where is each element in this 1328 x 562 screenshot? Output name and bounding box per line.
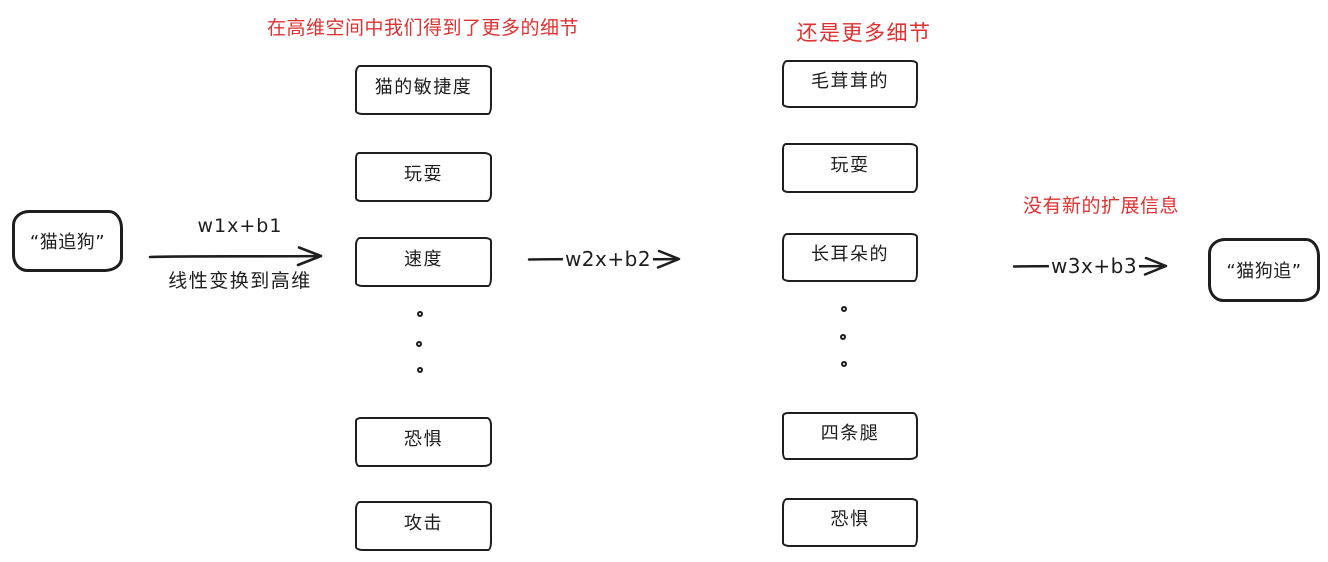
layer2-title: 还是更多细节 xyxy=(796,21,932,45)
transform2-formula: w2x+b2 xyxy=(562,247,654,271)
feature-label: 毛茸茸的 xyxy=(811,70,889,92)
output-note: 没有新的扩展信息 xyxy=(1022,195,1179,217)
output-node: “猫狗追” xyxy=(1208,238,1320,302)
feature-box-long-ears: 长耳朵的 xyxy=(782,233,918,282)
ellipsis-dot-icon xyxy=(841,361,847,367)
ellipsis-dot-icon xyxy=(417,311,423,317)
feature-label: 恐惧 xyxy=(404,428,443,450)
feature-label: 攻击 xyxy=(404,512,443,534)
feature-label: 恐惧 xyxy=(830,509,870,530)
transform1-caption: 线性变换到高维 xyxy=(168,270,312,292)
feature-box-attack: 攻击 xyxy=(355,501,492,551)
transform1-arrow-icon xyxy=(148,246,323,267)
feature-box-four-legs: 四条腿 xyxy=(782,412,918,460)
ellipsis-dot-icon xyxy=(841,306,847,312)
feature-label: 玩耍 xyxy=(404,163,443,185)
ellipsis-dot-icon xyxy=(416,341,422,347)
feature-label: 速度 xyxy=(404,248,443,270)
feature-box-play-1: 玩耍 xyxy=(355,152,492,202)
input-node-label: “猫追狗” xyxy=(29,232,106,253)
feature-box-fear-1: 恐惧 xyxy=(355,417,492,467)
feature-box-speed: 速度 xyxy=(355,237,492,287)
layer1-title: 在高维空间中我们得到了更多的细节 xyxy=(266,17,579,39)
feature-label: 四条腿 xyxy=(820,422,880,444)
transform3-formula: w3x+b3 xyxy=(1048,254,1140,278)
feature-box-fear-2: 恐惧 xyxy=(782,498,918,547)
feature-box-cat-agility: 猫的敏捷度 xyxy=(355,65,492,115)
transform3-arrow: w3x+b3 xyxy=(1012,252,1176,280)
transform1-formula: w1x+b1 xyxy=(197,215,283,237)
feature-box-play-2: 玩耍 xyxy=(782,143,918,193)
ellipsis-dot-icon xyxy=(840,334,846,340)
output-node-label: “猫狗追” xyxy=(1226,261,1302,282)
transform2-arrow: w2x+b2 xyxy=(527,245,689,273)
ellipsis-dot-icon xyxy=(417,367,423,373)
feature-label: 长耳朵的 xyxy=(811,244,889,265)
feature-box-furry: 毛茸茸的 xyxy=(782,60,918,108)
feature-label: 猫的敏捷度 xyxy=(374,76,473,98)
input-node: “猫追狗” xyxy=(12,210,123,272)
feature-label: 玩耍 xyxy=(830,154,870,176)
